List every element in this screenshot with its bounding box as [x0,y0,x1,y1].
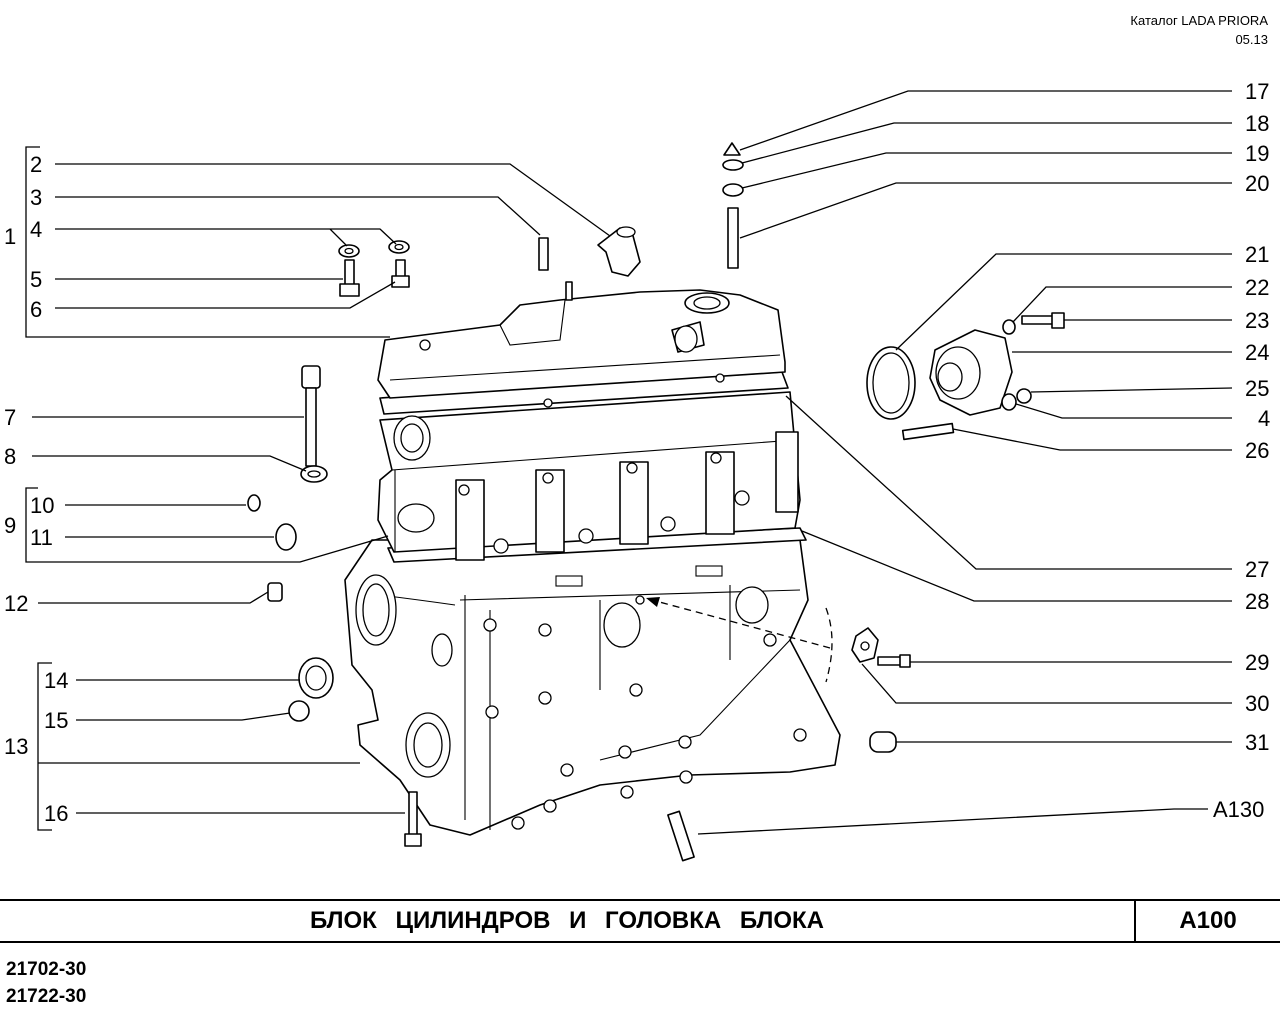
callout-12: 12 [4,591,28,616]
callout-10: 10 [30,493,54,518]
callout-3: 3 [30,185,42,210]
callout-23: 23 [1245,308,1269,333]
callout-5: 5 [30,267,42,292]
callout-31: 31 [1245,730,1269,755]
section-code: A100 [1179,907,1237,934]
callout-11: 11 [30,525,53,550]
leader-lines [25,90,1233,835]
callout-17: 17 [1245,79,1269,104]
bolts-5-6 [339,259,410,297]
bushing-12 [267,582,283,602]
engine-exploded-diagram: 1 2 3 4 5 6 7 8 9 10 11 12 13 14 15 16 1… [4,79,1270,862]
catalog-name: Каталог LADA PRIORA [1130,13,1268,28]
callout-28: 28 [1245,589,1269,614]
cylinder-head [377,391,801,561]
cylinder-block [344,539,841,836]
callout-14: 14 [44,668,68,693]
callout-30: 30 [1245,691,1269,716]
catalog-date: 05.13 [1235,32,1268,47]
stud-26 [901,422,955,441]
callout-8: 8 [4,444,16,469]
model-number: 21722-30 [6,986,87,1007]
head-bolt-7 [301,365,321,467]
callout-a130: A130 [1213,797,1264,822]
washers-4 [338,240,410,258]
breather-pipe [597,226,641,277]
bolt-22-23 [1002,312,1065,335]
seals-10-11 [247,494,297,551]
knock-sensor-30 [851,627,879,663]
callout-21: 21 [1245,242,1269,267]
callout-27: 27 [1245,557,1269,582]
bolt-16 [404,791,422,847]
valve-cover [377,281,786,408]
callout-26: 26 [1245,438,1269,463]
callout-29: 29 [1245,650,1269,675]
callout-labels: 1 2 3 4 5 6 7 8 9 10 11 12 13 14 15 16 1… [4,79,1270,826]
callout-22: 22 [1245,275,1269,300]
page-title: БЛОК ЦИЛИНДРОВ И ГОЛОВКА БЛОКА [309,907,825,934]
callout-1: 1 [4,224,16,249]
callout-19: 19 [1245,141,1269,166]
callout-18: 18 [1245,111,1269,136]
thermostat-ring-21 [866,346,916,420]
title-divider [1134,901,1136,941]
locator-arrow [646,597,833,683]
nut-25-4 [1001,388,1032,411]
sleeve-31 [869,731,897,753]
callout-2: 2 [30,152,42,177]
dowel-a130 [667,810,695,862]
callout-9: 9 [4,513,16,538]
callout-6: 6 [30,297,42,322]
callout-25: 25 [1245,376,1269,401]
bolt-29 [877,654,911,668]
washer-8 [300,465,328,483]
title-bar: БЛОК ЦИЛИНДРОВ И ГОЛОВКА БЛОКА A100 [0,899,1280,943]
stud-3 [538,237,549,271]
seals-14-15 [288,657,334,722]
callout-20: 20 [1245,171,1269,196]
callout-4-right: 4 [1258,406,1270,431]
thermostat-housing-24 [929,329,1013,416]
callout-13: 13 [4,734,28,759]
cap-nut-17-20 [722,142,744,269]
model-number: 21702-30 [6,959,87,980]
callout-4: 4 [30,217,42,242]
callout-24: 24 [1245,340,1269,365]
callout-15: 15 [44,708,68,733]
callout-7: 7 [4,405,16,430]
callout-16: 16 [44,801,68,826]
